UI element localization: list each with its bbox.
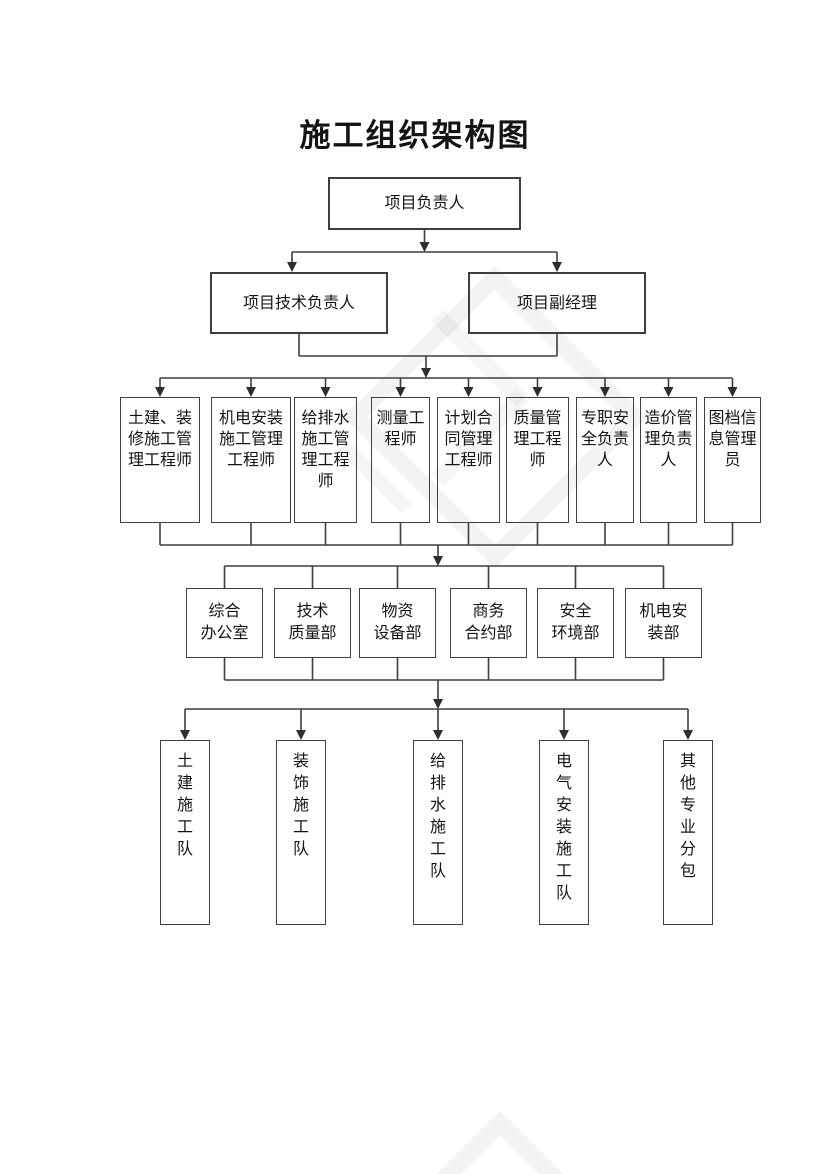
box-label: 物资 设备部 [373, 603, 422, 642]
box-quality-engineer: 质量管 理工程 师 [506, 397, 569, 523]
box-label: 机电安装 施工管理 工程师 [218, 410, 283, 469]
box-electrical-team: 电 气 安 装 施 工 队 [539, 740, 589, 925]
box-label: 项目负责人 [384, 195, 465, 212]
box-other-subcontract: 其 他 专 业 分 包 [663, 740, 713, 925]
box-deputy-manager: 项目副经理 [468, 272, 646, 334]
box-label: 土 建 施 工 队 [176, 753, 193, 858]
box-civil-decoration-engineer: 土建、装 修施工管 理工程师 [120, 397, 200, 523]
box-document-info-admin: 图档信 息管理 员 [704, 397, 761, 523]
box-plumbing-team: 给 排 水 施 工 队 [413, 740, 463, 925]
box-technical-leader: 项目技术负责人 [210, 272, 388, 334]
box-project-leader: 项目负责人 [328, 177, 521, 230]
box-label: 项目副经理 [516, 294, 597, 312]
box-safety-env-dept: 安全 环境部 [537, 588, 614, 658]
box-label: 计划合 同管理 工程师 [444, 410, 493, 469]
box-label: 质量管 理工程 师 [513, 410, 562, 469]
box-commerce-contract-dept: 商务 合约部 [450, 588, 527, 658]
box-label: 装 饰 施 工 队 [292, 753, 309, 858]
box-label: 给 排 水 施 工 队 [429, 753, 446, 880]
box-mech-install-dept: 机电安 装部 [625, 588, 702, 658]
box-label: 机电安 装部 [639, 603, 688, 642]
box-label: 项目技术负责人 [242, 294, 355, 312]
box-survey-engineer: 测量工 程师 [371, 397, 430, 523]
box-plumbing-engineer: 给排水 施工管 理工程 师 [294, 397, 357, 523]
box-label: 商务 合约部 [464, 603, 513, 642]
box-safety-officer: 专职安 全负责 人 [576, 397, 634, 523]
box-label: 给排水 施工管 理工程 师 [301, 410, 350, 490]
box-general-office: 综合 办公室 [186, 588, 263, 658]
box-label: 安全 环境部 [551, 603, 600, 642]
box-cost-officer: 造价管 理负责 人 [640, 397, 697, 523]
box-label: 造价管 理负责 人 [644, 410, 693, 469]
page-title: 施工组织架构图 [299, 118, 531, 153]
box-label: 图档信 息管理 员 [708, 410, 757, 469]
box-label: 电 气 安 装 施 工 队 [555, 753, 572, 902]
box-label: 专职安 全负责 人 [580, 410, 629, 469]
box-label: 土建、装 修施工管 理工程师 [127, 410, 192, 469]
box-civil-team: 土 建 施 工 队 [160, 740, 210, 925]
box-label: 测量工 程师 [376, 410, 425, 448]
box-tech-quality-dept: 技术 质量部 [274, 588, 351, 658]
box-label: 技术 质量部 [288, 603, 337, 642]
box-material-equipment-dept: 物资 设备部 [359, 588, 436, 658]
box-decoration-team: 装 饰 施 工 队 [276, 740, 326, 925]
box-mech-electrical-engineer: 机电安装 施工管理 工程师 [211, 397, 291, 523]
box-label: 其 他 专 业 分 包 [679, 753, 696, 880]
box-label: 综合 办公室 [200, 603, 249, 642]
box-plan-contract-engineer: 计划合 同管理 工程师 [437, 397, 500, 523]
